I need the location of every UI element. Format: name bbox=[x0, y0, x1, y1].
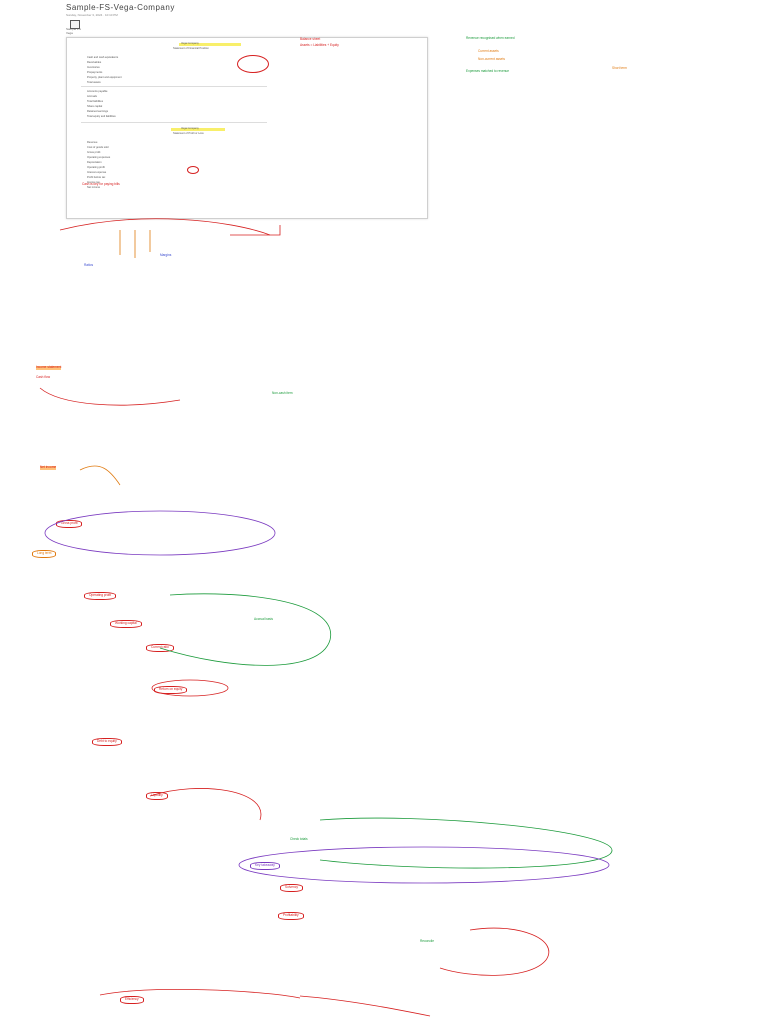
sheet-row: Cash and cash equivalents bbox=[87, 56, 119, 59]
note-red: Assets = Liabilities + Equity bbox=[300, 43, 339, 47]
ink-loop bbox=[44, 510, 276, 556]
sheet-row: Receivables bbox=[87, 61, 102, 64]
ink-curve bbox=[59, 218, 271, 236]
sheet-row: Depreciation bbox=[87, 161, 102, 164]
document-header: Sample-FS-Vega-Company Sunday, November … bbox=[66, 3, 466, 17]
sheet-row: Accounts payable bbox=[87, 90, 108, 93]
document-title: Sample-FS-Vega-Company bbox=[66, 3, 175, 12]
ink-curve bbox=[79, 465, 121, 486]
note-green: Check totals bbox=[290, 837, 308, 841]
note-red: Cash is key for paying bills bbox=[82, 182, 120, 186]
note-red: Efficiency bbox=[120, 996, 144, 1004]
sheet-row: Property, plant and equipment bbox=[87, 76, 122, 79]
note-green: Expenses matched to revenue bbox=[466, 69, 510, 73]
note-purple: Key takeaway bbox=[250, 862, 280, 870]
ink-loop bbox=[319, 817, 613, 869]
note-green: Accrual basis bbox=[254, 617, 273, 621]
note-blue: Ratios bbox=[84, 263, 94, 267]
note-red: Solvency bbox=[280, 884, 303, 892]
sheet-row: Net income bbox=[87, 186, 101, 189]
sheet-row: Income tax bbox=[87, 181, 100, 184]
ink-loop bbox=[159, 593, 331, 666]
sheet-row: Inventories bbox=[87, 66, 100, 69]
page-icon[interactable] bbox=[70, 20, 80, 29]
note-red: Net income bbox=[40, 465, 57, 470]
income-subheading: Statement of Profit or Loss bbox=[173, 132, 204, 135]
sheet-row: Operating profit bbox=[87, 166, 105, 169]
note-red: Profitability bbox=[278, 912, 304, 920]
annotation-circle bbox=[237, 55, 269, 73]
sheet-row: Interest expense bbox=[87, 171, 107, 174]
sheet-row: Revenue bbox=[87, 141, 98, 144]
note-green: Non-cash item bbox=[272, 391, 293, 395]
note-red: Current ratio bbox=[146, 644, 174, 652]
note-red: Gross profit bbox=[56, 520, 83, 528]
note-red: Balance sheet bbox=[300, 37, 321, 41]
note-red: Income statement bbox=[36, 365, 62, 370]
sheet-row: Retained earnings bbox=[87, 110, 109, 113]
ink-curve bbox=[39, 387, 181, 406]
note-red: Liquidity bbox=[146, 792, 168, 800]
sheet-row: Profit before tax bbox=[87, 176, 106, 179]
page-label: Sample FS Vega bbox=[66, 27, 81, 35]
note-green: Reconcile bbox=[420, 939, 434, 943]
note-red: Return on equity bbox=[154, 686, 188, 694]
note-red: Cash flow bbox=[36, 375, 50, 379]
note-orange: Non-current assets bbox=[478, 57, 505, 61]
note-red: Working capital bbox=[110, 620, 142, 628]
ink-loop bbox=[238, 846, 610, 884]
sheet-heading: Vega Company bbox=[181, 42, 199, 45]
sheet-row: Accruals bbox=[87, 95, 97, 98]
ink-curve bbox=[299, 995, 431, 1017]
ink-connector bbox=[230, 225, 281, 236]
sheet-subheading: Statement of Financial Position bbox=[173, 47, 209, 50]
ink-column bbox=[119, 230, 151, 258]
sheet-row: Total assets bbox=[87, 81, 101, 84]
note-blue: Margins bbox=[160, 253, 172, 257]
ink-loop bbox=[439, 927, 549, 976]
income-heading: Vega Company bbox=[181, 127, 199, 130]
financial-statement-sheet: Vega Company Statement of Financial Posi… bbox=[66, 37, 428, 219]
annotation-circle bbox=[187, 166, 199, 174]
document-timestamp: Sunday, November 3, 2024 · 10:10 PM bbox=[66, 13, 118, 17]
note-red: Operating profit bbox=[84, 592, 116, 600]
sheet-row: Prepayments bbox=[87, 71, 103, 74]
sheet-row: Share capital bbox=[87, 105, 103, 108]
sheet-row: Total equity and liabilities bbox=[87, 115, 116, 118]
note-green: Revenue recognised when earned bbox=[466, 36, 515, 40]
sheet-row: Total liabilities bbox=[87, 100, 104, 103]
note-red: Debt to equity bbox=[92, 738, 122, 746]
sheet-row: Cost of goods sold bbox=[87, 146, 109, 149]
note-orange: Long term bbox=[32, 550, 57, 558]
note-orange: Current assets bbox=[478, 49, 499, 53]
sheet-row: Gross profit bbox=[87, 151, 101, 154]
sheet-row: Operating expenses bbox=[87, 156, 111, 159]
note-orange: Short term bbox=[612, 66, 627, 70]
